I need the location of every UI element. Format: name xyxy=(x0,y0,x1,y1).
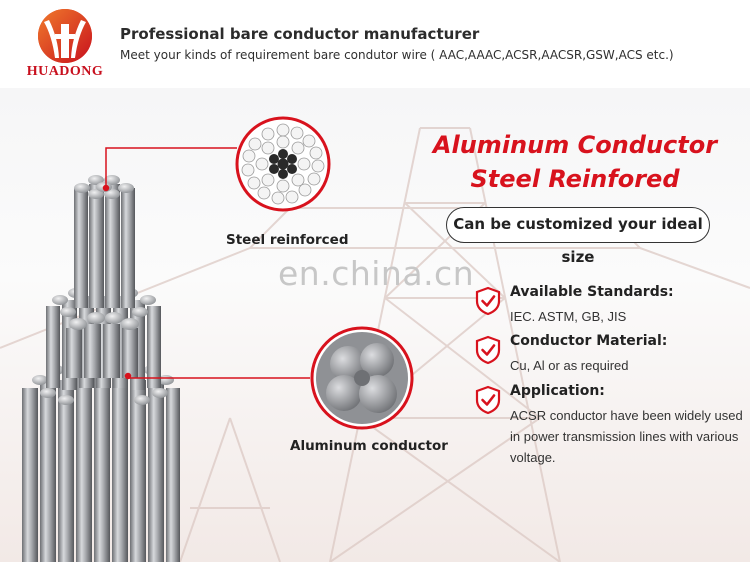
brand-name: HUADONG xyxy=(26,64,104,79)
shield-check-icon xyxy=(475,286,501,316)
shield-check-icon xyxy=(475,335,501,365)
feature-description: IEC. ASTM, GB, JIS xyxy=(510,309,627,324)
huadong-logo: HUADONG xyxy=(22,6,108,84)
steel-cross-section-icon xyxy=(235,116,331,212)
feature-title: Available Standards: xyxy=(510,284,674,300)
transmission-tower-background xyxy=(0,127,750,562)
shield-check-icon xyxy=(475,385,501,415)
product-title-line-1: Aluminum Conductor xyxy=(432,131,718,159)
feature-title: Application: xyxy=(510,383,605,399)
feature-description: ACSR conductor have been widely used in … xyxy=(510,408,743,465)
feature-description: Cu, Al or as required xyxy=(510,358,629,373)
acsr-cable-illustration xyxy=(22,116,414,562)
customize-size-badge: Can be customized your ideal size xyxy=(446,207,710,266)
tagline: Professional bare conductor manufacturer xyxy=(120,25,480,43)
steel-reinforced-label: Steel reinforced xyxy=(226,232,349,248)
logo-emblem-icon xyxy=(38,9,92,63)
outer-aluminum-layer xyxy=(22,365,180,562)
steel-core-strands xyxy=(74,175,135,308)
sub-tagline: Meet your kinds of requirement bare cond… xyxy=(120,48,674,62)
header: HUADONG Professional bare conductor manu… xyxy=(0,0,750,88)
product-title-line-2: Steel Reinfored xyxy=(470,165,680,193)
feature-title: Conductor Material: xyxy=(510,333,668,349)
watermark-text: en.china.cn xyxy=(278,254,475,293)
aluminum-conductor-label: Aluminum conductor xyxy=(290,438,448,454)
product-banner: en.china.cn xyxy=(0,88,750,562)
inner-aluminum-layer xyxy=(66,312,139,378)
aluminum-cross-section-icon xyxy=(310,326,414,430)
product-title: Aluminum Conductor Steel Reinfored xyxy=(420,128,730,196)
callout-lines xyxy=(102,147,310,380)
